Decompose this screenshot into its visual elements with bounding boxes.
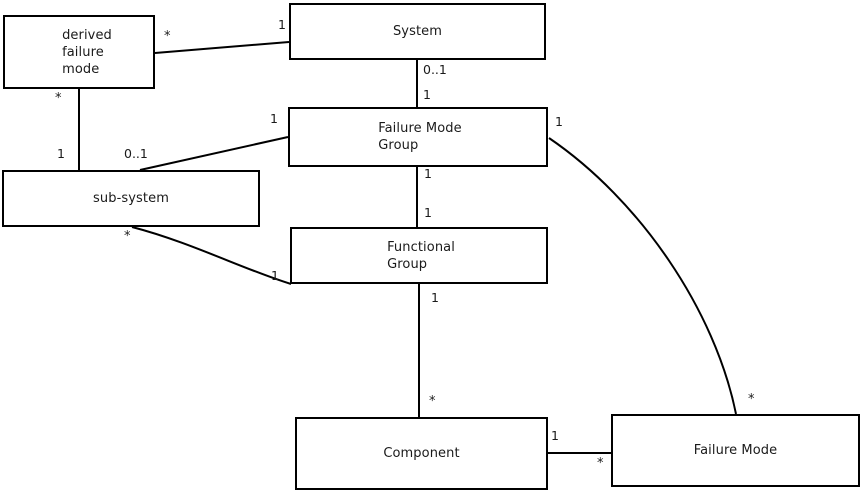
multiplicity-subsystem-to-fg-target: 1 xyxy=(271,268,279,283)
multiplicity-subsystem-to-fmg-target: 1 xyxy=(270,111,278,126)
multiplicity-component-to-fm-source: 1 xyxy=(551,428,559,443)
class-name-derived-failure-mode: derived failure mode xyxy=(62,27,112,77)
class-name-functional-group: Functional Group xyxy=(387,239,455,272)
multiplicity-fg-to-component-target: * xyxy=(429,394,436,409)
multiplicity-subsystem-to-fg-source: * xyxy=(124,229,131,244)
class-box-failure-mode-group[interactable]: Failure Mode Group xyxy=(288,107,548,167)
multiplicity-fmg-to-fm-source: 1 xyxy=(555,114,563,129)
class-name-system: System xyxy=(392,24,443,39)
class-name-component: Component xyxy=(383,446,460,461)
association-sub-system--functional-group xyxy=(131,226,292,285)
multiplicity-subsystem-to-fmg-source: 0..1 xyxy=(124,146,148,161)
class-name-failure-mode-group: Failure Mode Group xyxy=(378,121,462,153)
class-box-system[interactable]: System xyxy=(289,3,546,60)
multiplicity-system-to-fmg-target: 1 xyxy=(423,87,431,102)
class-box-derived-failure-mode[interactable]: derived failure mode xyxy=(3,15,155,89)
multiplicity-system-to-fmg-source: 0..1 xyxy=(423,62,447,77)
association-derived-failure-mode--system xyxy=(154,41,290,54)
class-box-failure-mode[interactable]: Failure Mode xyxy=(611,414,860,487)
association-sub-system--failure-mode-group xyxy=(139,136,289,171)
class-box-sub-system[interactable]: sub-system xyxy=(2,170,260,227)
multiplicity-component-to-fm-target: * xyxy=(597,456,604,471)
class-box-functional-group[interactable]: Functional Group xyxy=(290,227,548,284)
multiplicity-fmg-to-fg-target: 1 xyxy=(424,205,432,220)
multiplicity-dfm-to-system-target: 1 xyxy=(278,17,286,32)
multiplicity-dfm-to-subsystem-source: * xyxy=(55,91,62,106)
multiplicity-dfm-to-system-source: * xyxy=(164,29,171,44)
association-failure-mode-group--failure-mode xyxy=(548,137,737,415)
multiplicity-dfm-to-subsystem-target: 1 xyxy=(57,146,65,161)
class-name-failure-mode: Failure Mode xyxy=(693,443,778,458)
class-box-component[interactable]: Component xyxy=(295,417,548,490)
class-name-sub-system: sub-system xyxy=(93,191,169,206)
multiplicity-fg-to-component-source: 1 xyxy=(431,290,439,305)
multiplicity-fmg-to-fm-target: * xyxy=(748,392,755,407)
multiplicity-fmg-to-fg-source: 1 xyxy=(424,166,432,181)
